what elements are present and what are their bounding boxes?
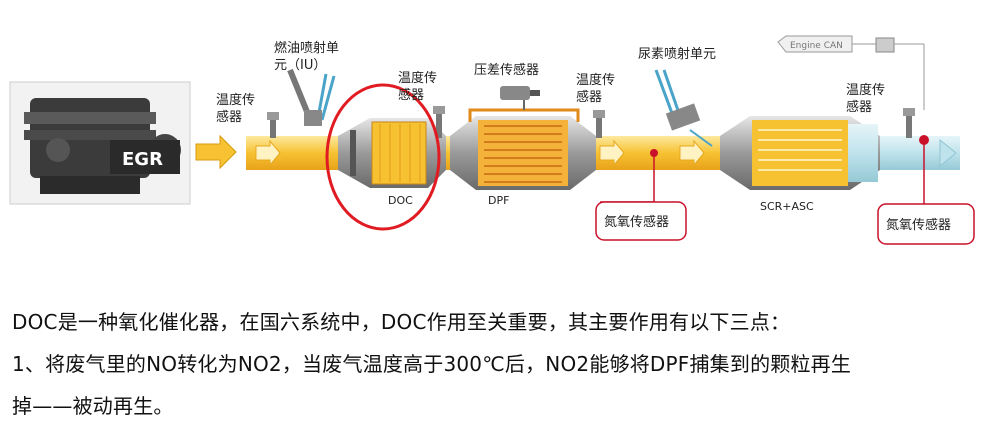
fuel-injector-label-line2: 元（IU） <box>274 58 326 73</box>
nox-sensor-1-label: 氮氧传感器 <box>604 214 669 230</box>
flow-arrows <box>255 139 705 167</box>
temp-sensor-1-label-line2: 感器 <box>216 109 242 125</box>
text-line-2: 1、将废气里的NO转化为NO2，当废气温度高于300℃后，NO2能够将DPF捕集… <box>12 352 852 376</box>
temp-sensor-4-label-line1: 温度传 <box>846 82 885 98</box>
temp-sensor-2-icon <box>433 106 445 138</box>
temp-sensor-4-label-line2: 感器 <box>846 99 872 115</box>
temp-sensor-2-label-line1: 温度传 <box>398 70 437 86</box>
temp-sensor-3-icon <box>593 110 605 138</box>
text-line-1: DOC是一种氧化催化器，在国六系统中，DOC作用至关重要，其主要作用有以下三点： <box>12 310 791 334</box>
nox-sensor-2-box <box>877 203 975 245</box>
fuel-injector-icon <box>287 68 336 126</box>
pressure-sensor-label: 压差传感器 <box>474 62 539 78</box>
temp-sensor-3-label-line1: 温度传 <box>576 72 615 88</box>
engine-can-label: Engine CAN <box>790 41 843 51</box>
exhaust-aftertreatment-diagram: EGR <box>9 35 975 245</box>
doc-canister <box>338 118 446 188</box>
engine-exhaust-arrow <box>195 134 237 170</box>
nox-sensor-1-box <box>595 201 687 241</box>
text-line-3: 掉——被动再生。 <box>12 394 174 418</box>
engine-image <box>9 81 191 205</box>
scr-asc-label: SCR+ASC <box>760 200 814 213</box>
outlet-arrow <box>939 138 957 168</box>
temp-sensor-1-icon <box>267 112 279 138</box>
scr-asc-canister <box>720 116 880 190</box>
doc-label: DOC <box>388 194 413 207</box>
temp-sensor-2-label-line2: 感器 <box>398 87 424 103</box>
urea-injector-label: 尿素喷射单元 <box>638 46 716 62</box>
nox-sensor-2-label: 氮氧传感器 <box>886 217 951 233</box>
dpf-canister <box>450 98 596 190</box>
dpf-label: DPF <box>488 194 509 207</box>
temp-sensor-3-label-line2: 感器 <box>576 89 602 105</box>
nox-sensor-2-icon <box>919 135 929 204</box>
temp-sensor-4-icon <box>903 108 915 138</box>
doc-highlight-circle <box>325 83 441 231</box>
engine-can-module <box>777 35 925 110</box>
pressure-sensor-icon <box>500 86 540 100</box>
egr-label: EGR <box>122 149 163 170</box>
temp-sensor-1-label-line1: 温度传 <box>216 92 255 108</box>
urea-injector-icon <box>654 69 713 147</box>
fuel-injector-label-line1: 燃油喷射单 <box>274 40 339 56</box>
